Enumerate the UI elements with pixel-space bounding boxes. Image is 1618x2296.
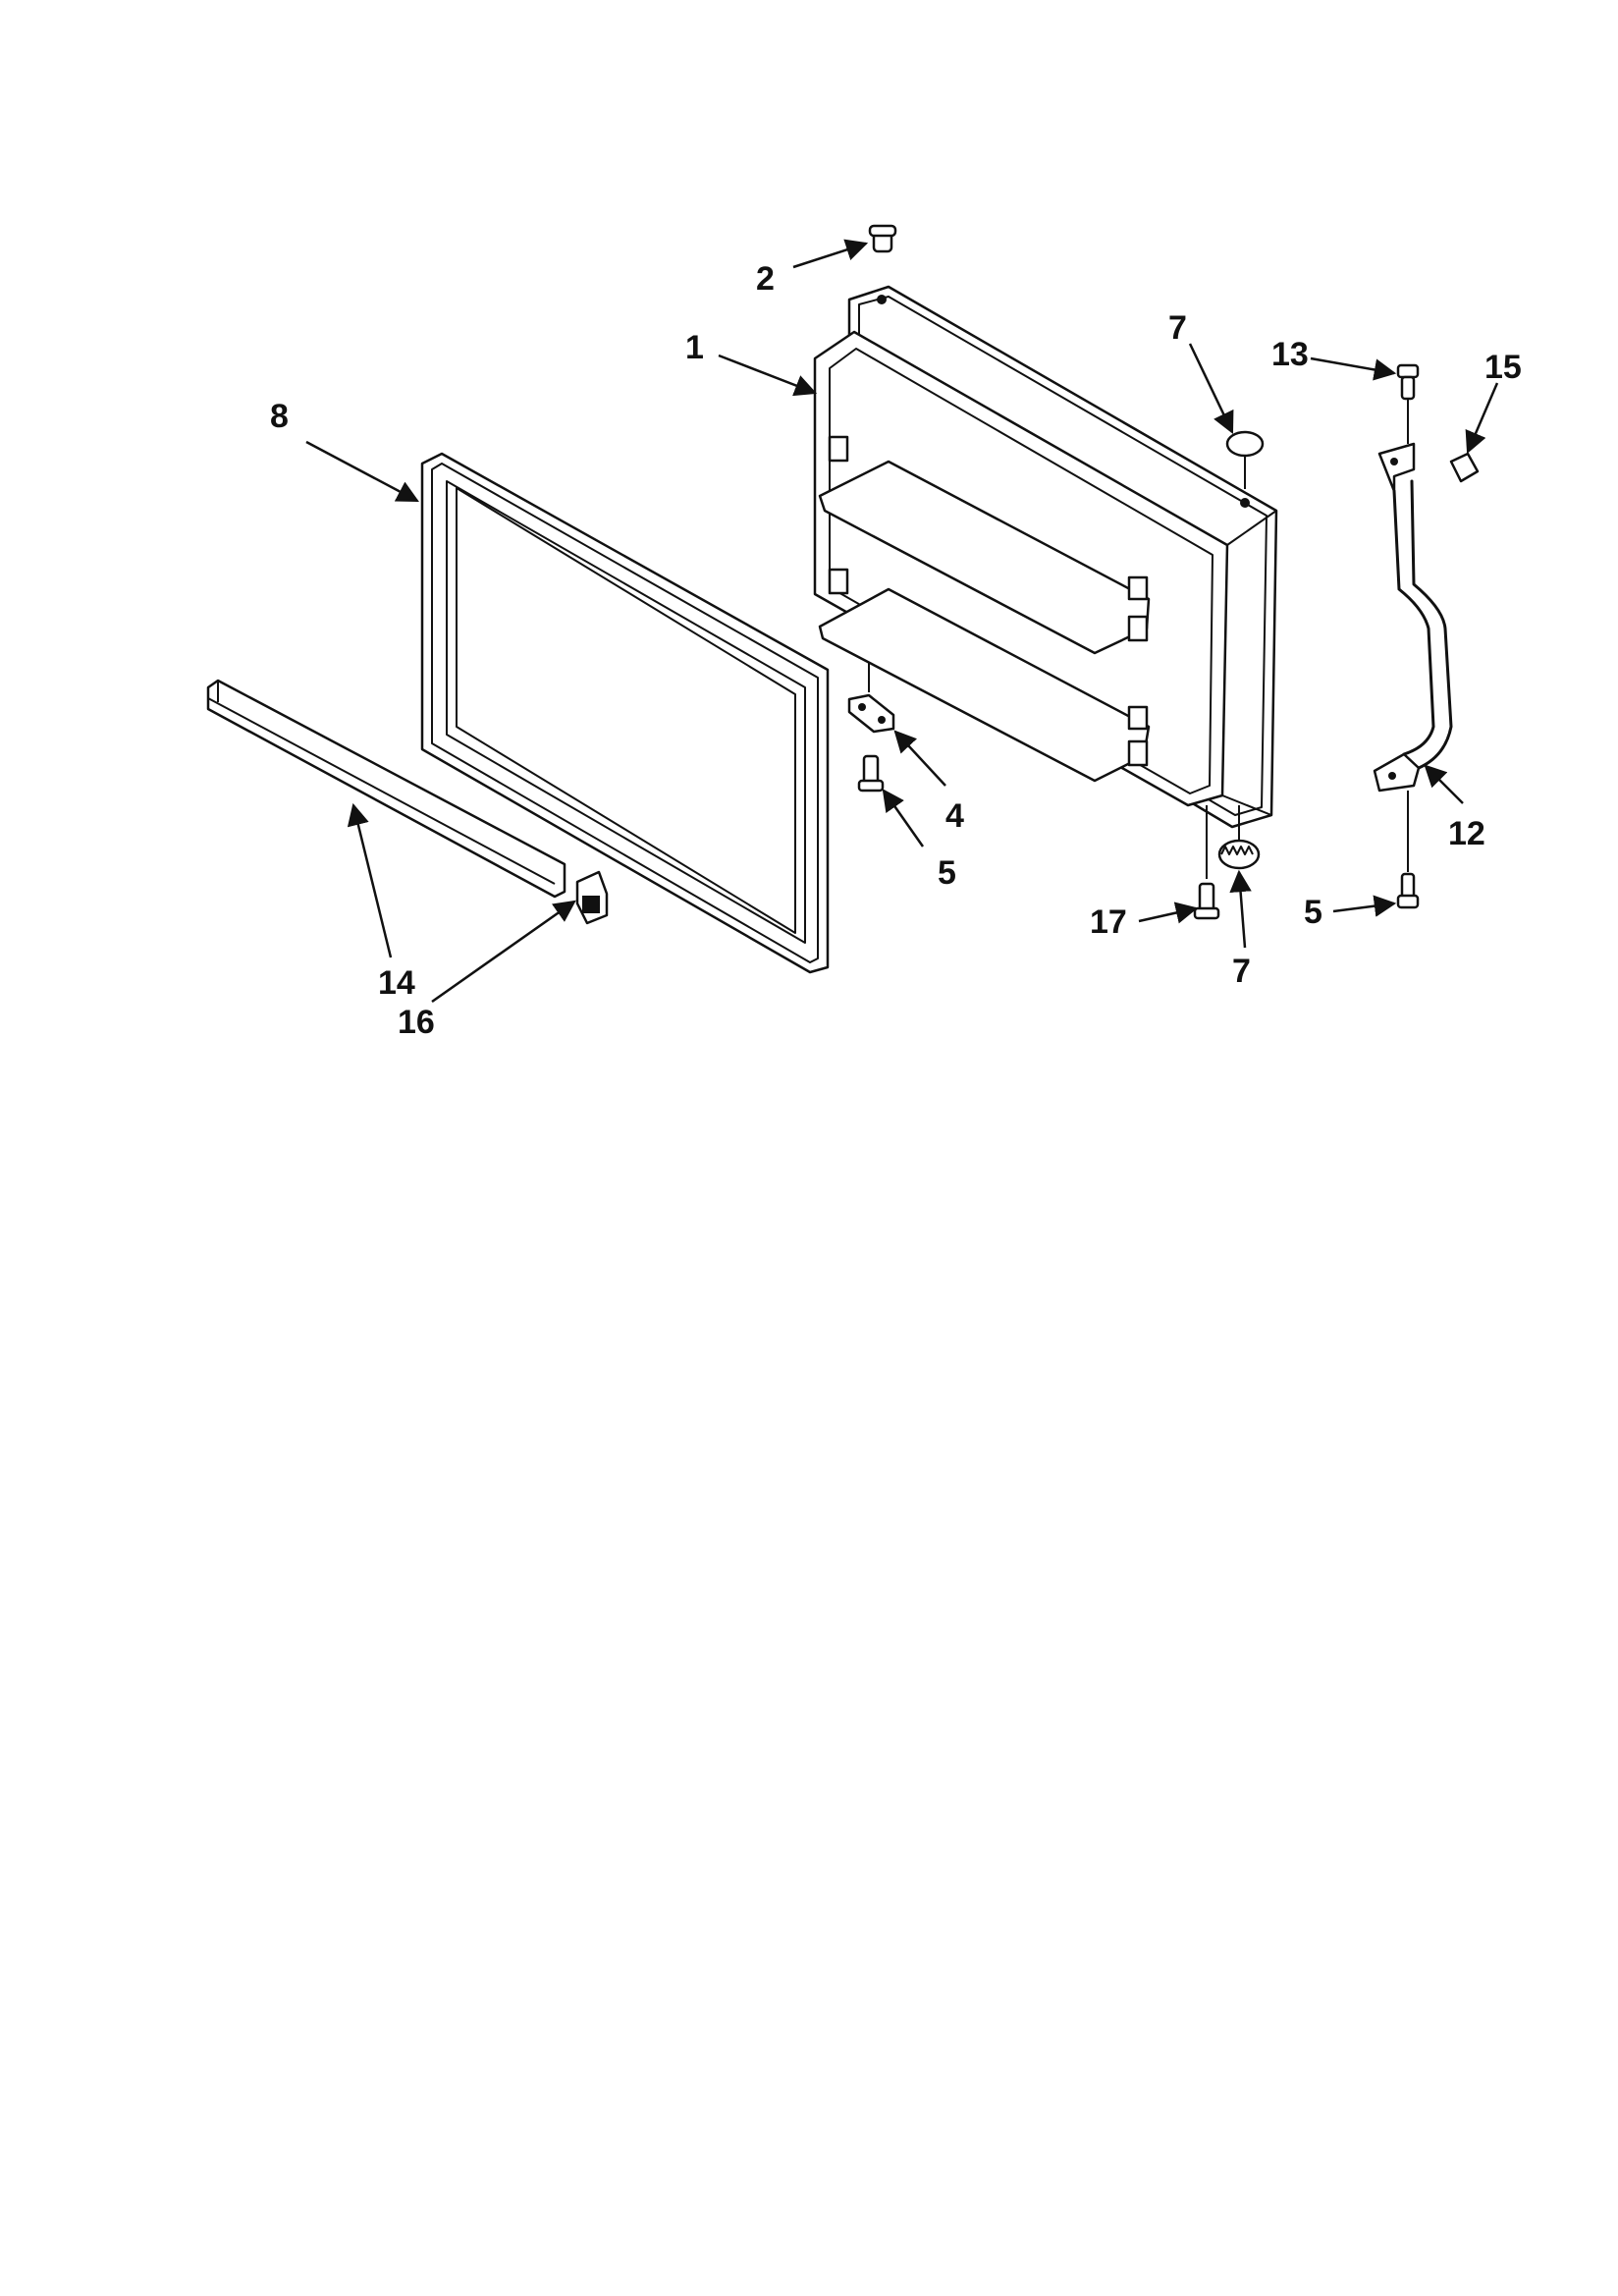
callout-14: 14 <box>378 964 415 1002</box>
bottom-bushing <box>1217 805 1261 870</box>
callout-13: 13 <box>1271 336 1309 373</box>
callout-4: 4 <box>945 797 964 835</box>
hinge-screw <box>857 754 885 793</box>
callout-12: 12 <box>1448 815 1485 852</box>
callout-15: 15 <box>1484 349 1522 386</box>
callout-labels: 2 1 8 7 13 15 4 5 12 17 7 5 14 16 <box>270 260 1522 1041</box>
callout-5-right: 5 <box>1304 894 1322 931</box>
door-handle <box>1373 442 1453 793</box>
trim-strip <box>206 679 566 899</box>
leader-lines <box>305 239 1499 1004</box>
callout-8: 8 <box>270 398 289 435</box>
door-gasket <box>420 452 830 974</box>
door-assembly <box>813 285 1278 829</box>
screw-17 <box>1193 805 1220 920</box>
top-plug <box>868 224 897 253</box>
handle-screw-bottom <box>1396 791 1420 909</box>
handle-screw-top <box>1396 363 1420 444</box>
callout-7-bottom: 7 <box>1232 953 1251 990</box>
callout-1: 1 <box>685 329 704 366</box>
hinge-bracket <box>847 663 895 734</box>
callout-5-left: 5 <box>938 854 956 892</box>
top-bushing <box>1225 430 1265 489</box>
callout-16: 16 <box>398 1004 435 1041</box>
callout-17: 17 <box>1090 903 1127 941</box>
handle-clip <box>1449 452 1480 483</box>
callout-7-top: 7 <box>1168 309 1187 347</box>
callout-2: 2 <box>756 260 775 298</box>
end-cap <box>575 870 609 925</box>
